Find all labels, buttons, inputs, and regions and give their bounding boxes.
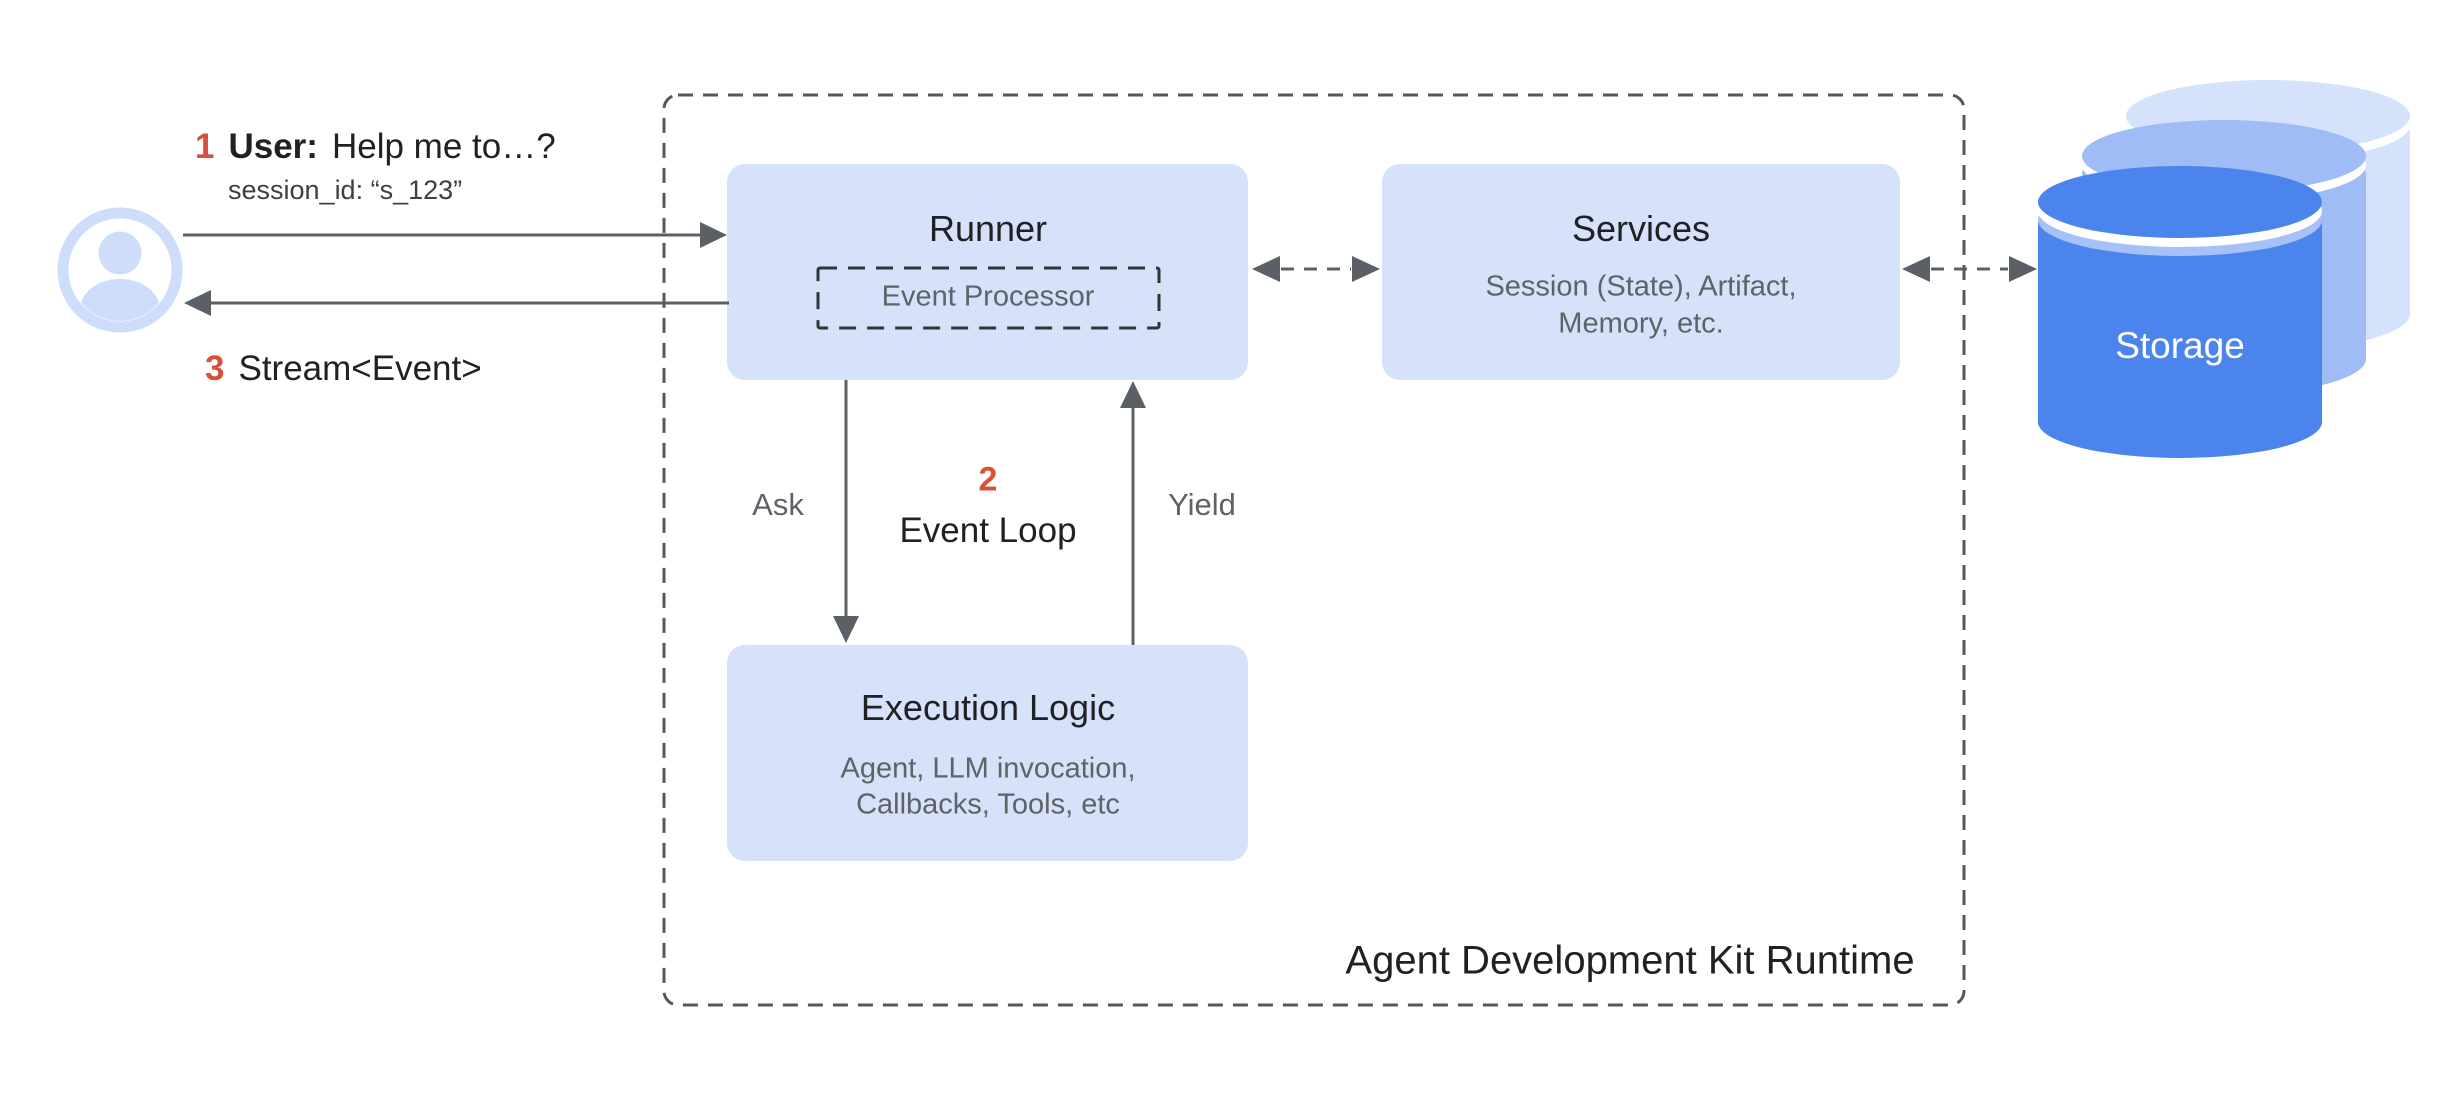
response-message: Stream<Event> bbox=[238, 349, 482, 388]
execution-subtitle-line2: Callbacks, Tools, etc bbox=[856, 788, 1120, 821]
runner-box bbox=[727, 164, 1248, 380]
services-subtitle-line2: Memory, etc. bbox=[1558, 307, 1724, 340]
storage-icon: Storage bbox=[2038, 80, 2410, 458]
request-message: Help me to…? bbox=[331, 127, 556, 166]
arrow-runner-services bbox=[1252, 256, 1380, 282]
services-subtitle-line1: Session (State), Artifact, bbox=[1485, 270, 1797, 303]
request-annotation: 1 User: Help me to…? bbox=[195, 127, 556, 167]
arrow-user-to-runner bbox=[183, 222, 727, 248]
ask-label: Ask bbox=[752, 487, 804, 522]
execution-logic-title: Execution Logic bbox=[860, 687, 1116, 728]
request-step-number: 1 bbox=[195, 127, 215, 166]
event-processor-label: Event Processor bbox=[881, 280, 1095, 313]
session-id-label: session_id: “s_123” bbox=[228, 175, 463, 205]
storage-cylinder-front bbox=[2038, 166, 2322, 458]
response-step-number: 3 bbox=[205, 349, 225, 388]
arrow-yield-up bbox=[1120, 381, 1146, 645]
runtime-container-label: Agent Development Kit Runtime bbox=[1345, 938, 1915, 983]
yield-label: Yield bbox=[1168, 487, 1236, 522]
services-title: Services bbox=[1571, 208, 1711, 249]
request-speaker-label: User: bbox=[228, 127, 318, 166]
execution-subtitle-line1: Agent, LLM invocation, bbox=[840, 752, 1136, 785]
user-avatar-icon bbox=[57, 207, 183, 333]
event-loop-label: Event Loop bbox=[899, 511, 1077, 550]
response-annotation: 3 Stream<Event> bbox=[205, 349, 482, 389]
runner-title: Runner bbox=[928, 208, 1048, 249]
arrow-ask-down bbox=[833, 380, 859, 643]
event-loop-step-number: 2 bbox=[978, 460, 998, 499]
storage-label: Storage bbox=[2115, 325, 2245, 366]
arrow-runner-to-user bbox=[184, 290, 729, 316]
arrow-services-storage bbox=[1902, 256, 2037, 282]
